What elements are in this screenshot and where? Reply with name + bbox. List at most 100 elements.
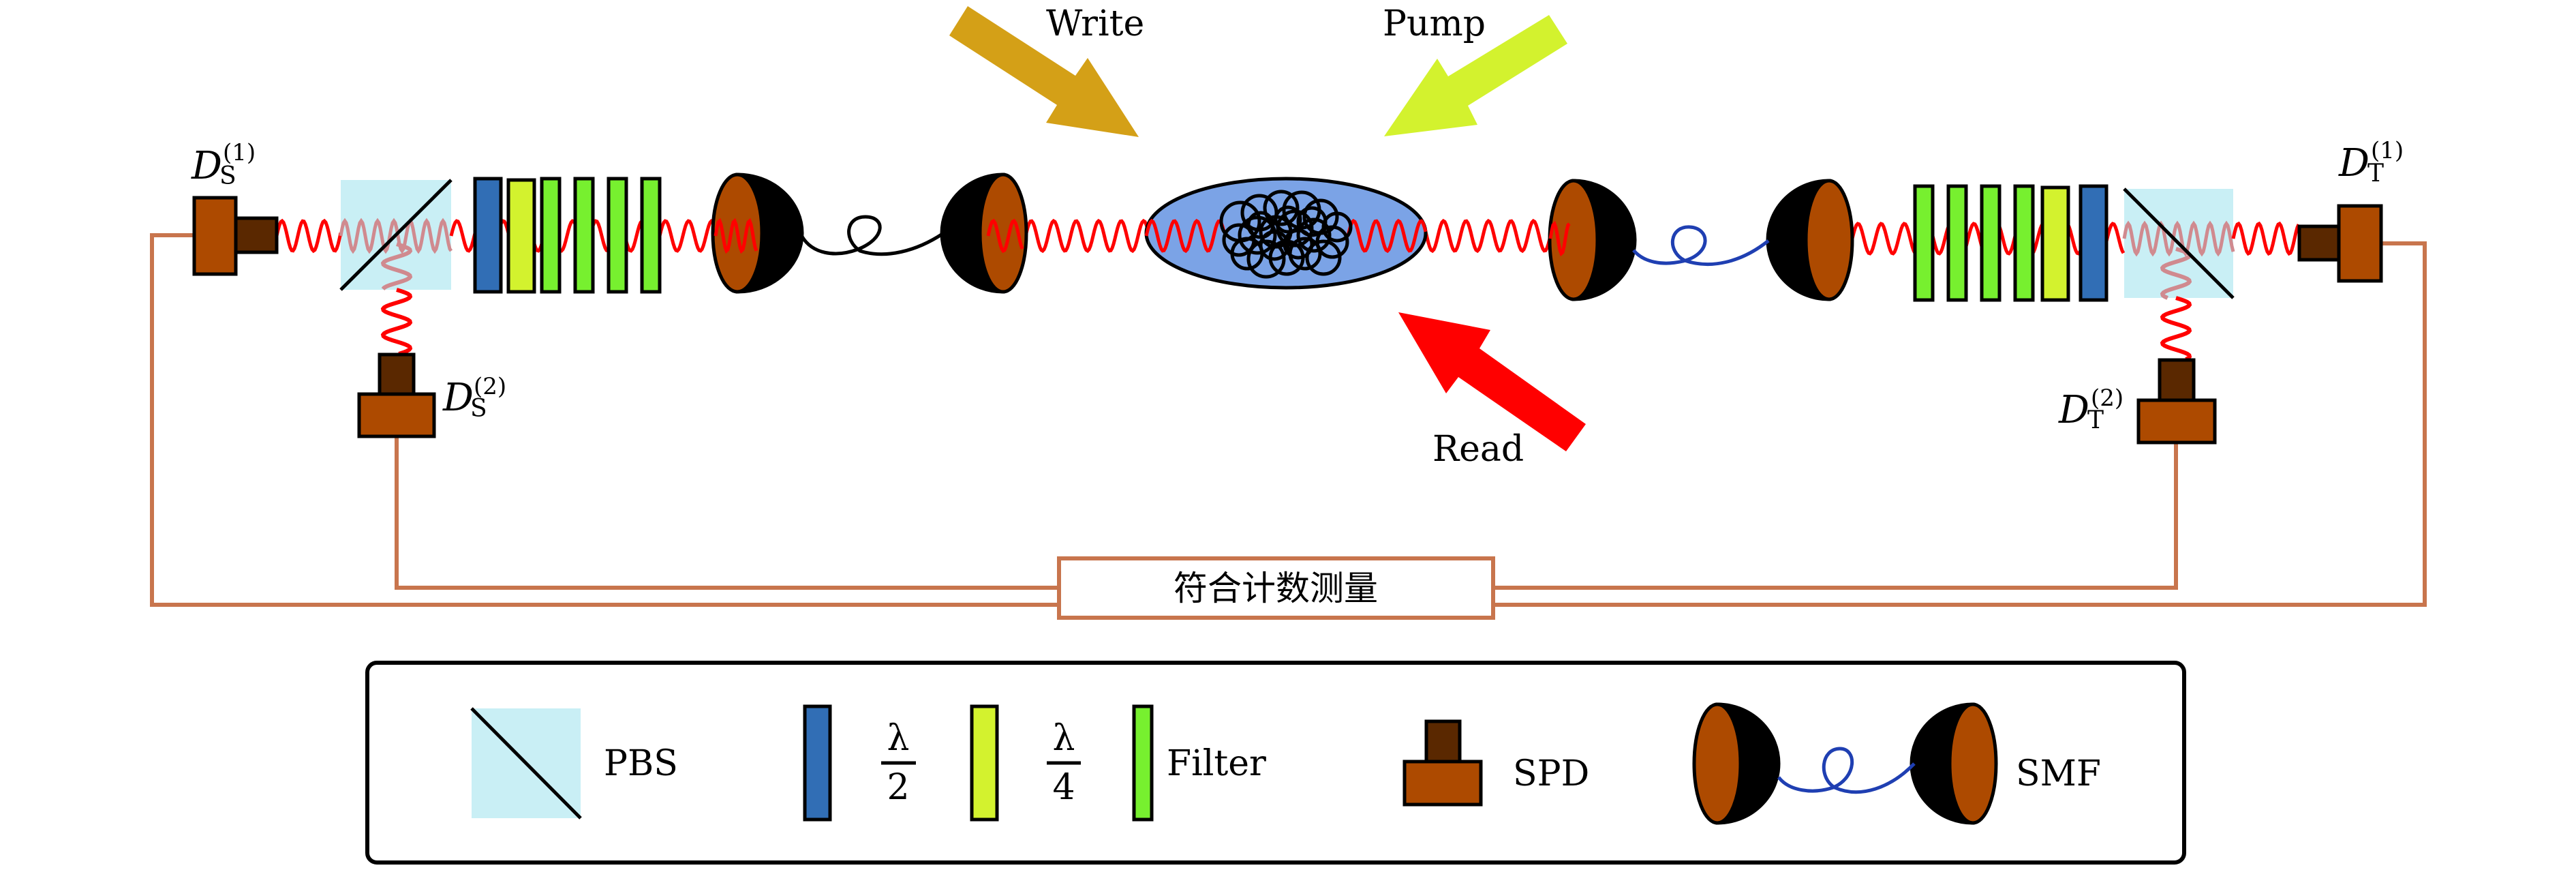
- lens-coupler-4: [1766, 179, 1854, 301]
- label-dt1: D T (1): [2338, 137, 2404, 188]
- atom-loop: [1246, 211, 1275, 239]
- beam-in-ensemble: [1144, 218, 1226, 254]
- beam-out-lens: [986, 218, 1024, 254]
- beam-reflected-pbs: [380, 242, 413, 290]
- ds1-sub: S: [219, 162, 236, 190]
- legend-filter-icon: [1132, 704, 1154, 822]
- right-plates: [1913, 184, 2109, 302]
- atom-cloud-icon: [1219, 190, 1353, 279]
- legend-pbs-diagonal: [470, 707, 582, 820]
- filter-left-2: [573, 177, 595, 294]
- lens-coupler-1: [711, 172, 804, 294]
- wire-ds2: [395, 436, 1059, 590]
- legend-spd-label: SPD: [1513, 753, 1589, 794]
- detector-dt2: [2136, 358, 2217, 445]
- fiber-couplers: [711, 172, 1854, 301]
- beam-in-ensemble: [1346, 218, 1428, 254]
- lens-face: [1804, 179, 1854, 301]
- legend-smf-lens-left: [1692, 702, 1781, 825]
- dt1-head: [2297, 224, 2341, 262]
- legend-qwp-num: λ: [1053, 718, 1075, 759]
- legend-qwp-icon: [970, 704, 999, 822]
- legend: PBS λ 2 λ 4 Filter SPD SMF: [365, 661, 2186, 865]
- ds2-sup: (2): [474, 373, 506, 400]
- beam-into-lens: [714, 217, 758, 254]
- dt2-head: [2158, 358, 2196, 402]
- ds2-sub: S: [470, 395, 487, 423]
- legend-item-filter: Filter: [1132, 704, 1266, 822]
- detector-dt1: [2297, 204, 2383, 283]
- atom-loop: [1296, 217, 1332, 253]
- atom-loop: [1296, 206, 1328, 237]
- label-dt2: D T (2): [2058, 385, 2123, 434]
- smf-right-fiber: [1632, 225, 1770, 266]
- half-wave-plate-right: [2079, 184, 2109, 302]
- legend-smf-lens-right: [1910, 702, 1998, 825]
- read-label: Read: [1432, 429, 1524, 470]
- beam-segment-pbs: [339, 217, 453, 254]
- lens-face: [1692, 702, 1743, 825]
- atom-loop: [1305, 239, 1342, 276]
- dt1-sup: (1): [2371, 137, 2404, 164]
- beam-reflected-pbs: [2160, 247, 2192, 300]
- ds1-head: [234, 216, 279, 254]
- atom-loop: [1274, 205, 1302, 234]
- smf-left-fiber: [800, 215, 944, 256]
- legend-item-quarter-wave-plate: λ 4: [970, 704, 1081, 822]
- lens-coupler-3: [1548, 179, 1637, 301]
- lens-face: [978, 172, 1028, 294]
- write-arrow-icon: [949, 6, 1139, 137]
- coincidence-wires: [150, 233, 2427, 607]
- beam-reflected: [380, 288, 413, 356]
- legend-hwp-icon: [803, 704, 832, 822]
- filter-right-1: [1913, 184, 1935, 302]
- legend-pbs-label: PBS: [604, 743, 678, 784]
- detector-ds2: [357, 352, 436, 438]
- wire-dt1: [1493, 241, 2427, 607]
- legend-filter-label: Filter: [1167, 743, 1266, 784]
- label-ds1: D S (1): [191, 139, 256, 190]
- beam-into-lens: [1548, 220, 1571, 257]
- legend-spd-body: [1402, 760, 1483, 807]
- filter-right-3: [1980, 184, 2002, 302]
- dt2-sup: (2): [2091, 385, 2123, 412]
- wire-dt2: [1493, 443, 2178, 590]
- ds2-body: [357, 392, 436, 438]
- detector-ds1: [192, 196, 279, 276]
- read-beam: Read: [1398, 312, 1586, 470]
- pbs-left-diagonal: [339, 179, 453, 291]
- quarter-wave-plate-left: [506, 178, 536, 294]
- dt2-body: [2136, 398, 2217, 445]
- filter-left-4: [640, 177, 662, 294]
- half-wave-plate-left: [473, 177, 503, 294]
- pump-label: Pump: [1383, 3, 1486, 44]
- dt1-main: D: [2338, 141, 2370, 185]
- coincidence-box: [1057, 556, 1495, 620]
- filter-left-1: [540, 177, 562, 294]
- dt2-sub: T: [2087, 406, 2104, 434]
- atom-loop: [1259, 230, 1290, 261]
- atom-loop: [1263, 190, 1300, 226]
- lens-face: [1948, 702, 1998, 825]
- pump-beam: Pump: [1383, 3, 1567, 136]
- legend-item-pbs: PBS: [470, 707, 678, 820]
- lens-face: [1548, 179, 1599, 301]
- beam-segment-pbs: [2122, 220, 2235, 257]
- legend-spd-head: [1424, 719, 1462, 764]
- dt1-sub: T: [2367, 160, 2384, 188]
- beam-segment: [2231, 221, 2301, 256]
- atom-loop: [1283, 228, 1314, 260]
- legend-item-smf: [1692, 702, 1998, 825]
- pump-arrow-icon: [1384, 15, 1567, 136]
- write-label: Write: [1046, 3, 1144, 44]
- legend-smf-fiber: [1777, 747, 1916, 794]
- read-arrow-icon: [1398, 312, 1586, 451]
- legend-qwp-den: 4: [1052, 767, 1075, 808]
- atom-loop: [1246, 239, 1286, 279]
- legend-smf-label: SMF: [2016, 753, 2101, 794]
- wire-ds1: [150, 233, 1059, 607]
- ds2-main: D: [442, 376, 474, 420]
- filter-right-4: [2013, 184, 2035, 302]
- ds1-main: D: [191, 144, 222, 188]
